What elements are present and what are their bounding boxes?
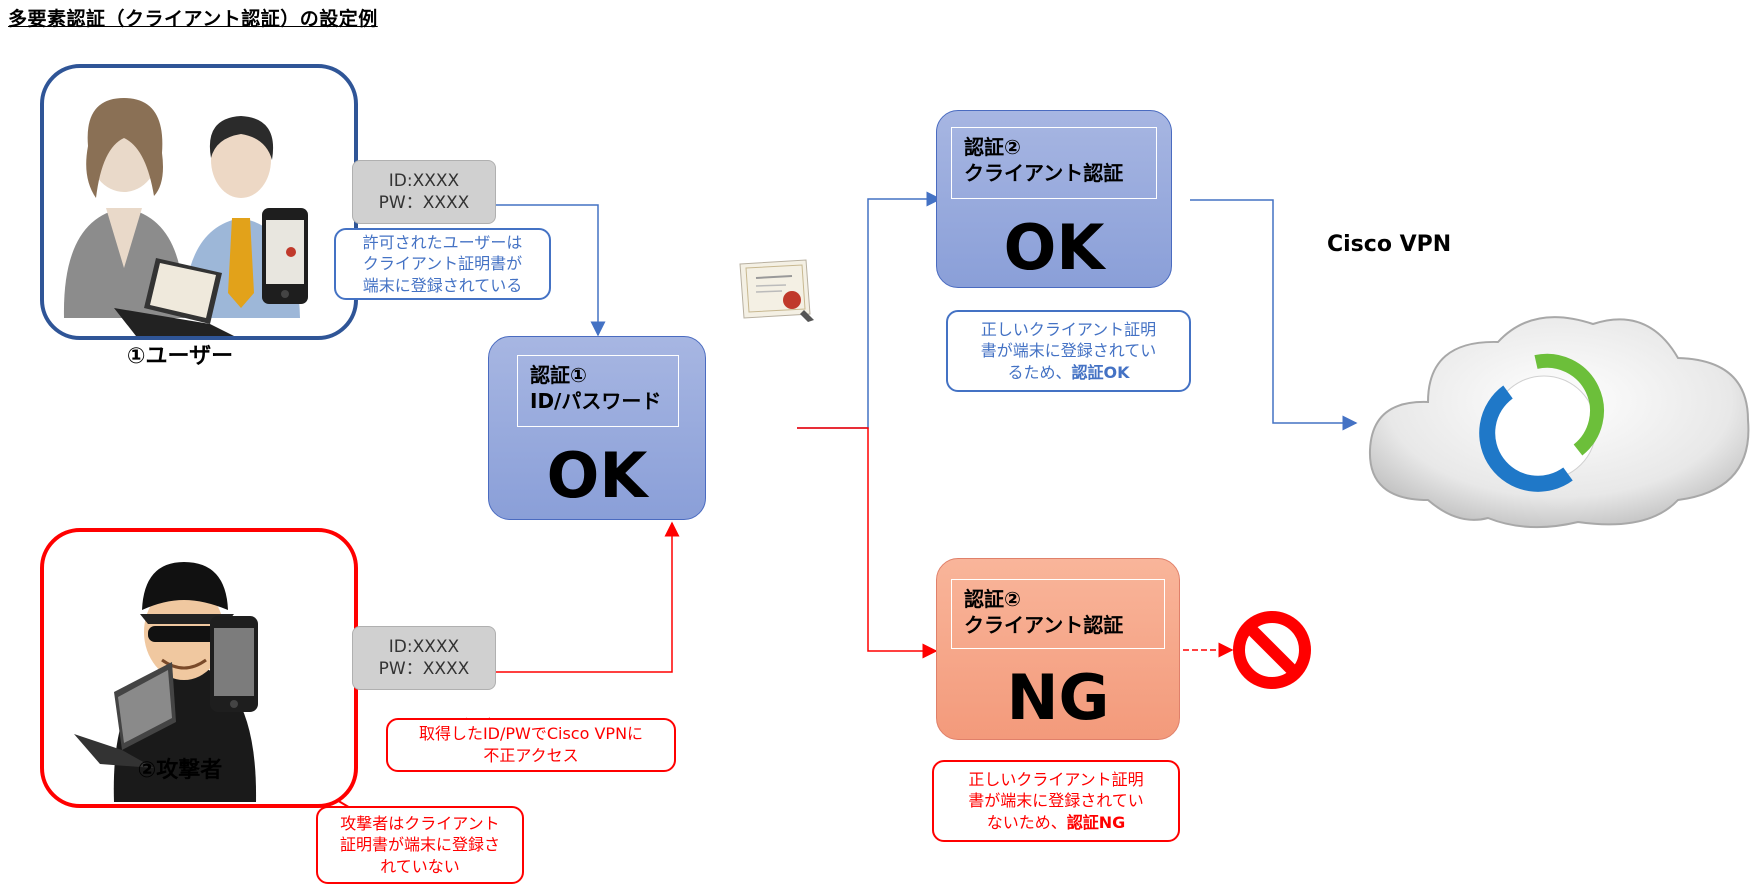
auth2-ok-heading-line: クライアント認証: [964, 161, 1124, 185]
auth2-ng-box: 認証② クライアント認証 NG: [936, 558, 1180, 740]
user-callout: 許可されたユーザーは クライアント証明書が 端末に登録されている: [334, 228, 551, 300]
auth2-ok-heading-line: 認証②: [964, 135, 1021, 159]
user-callout-line: 端末に登録されている: [362, 275, 523, 295]
auth2-ok-result: OK: [1003, 211, 1105, 284]
auth2-ng-heading: 認証② クライアント認証: [951, 579, 1165, 649]
certificate-icon: [739, 259, 814, 322]
auth1-to-auth2-ng-arrow: [797, 427, 938, 659]
user-id-text: ID:XXXX: [388, 170, 460, 191]
cert-callout-line: れていない: [380, 856, 460, 876]
auth2-ok-note-line: るため、: [1007, 362, 1072, 382]
auth2-ng-heading-line: 認証②: [964, 587, 1021, 611]
vpn-label: Cisco VPN: [1327, 232, 1452, 257]
attacker-pw-text: PW：XXXX: [378, 659, 470, 679]
user-pw-text: PW：XXXX: [378, 193, 470, 213]
auth2-ok-note-line: 正しいクライアント証明: [980, 319, 1157, 339]
page-title: 多要素認証（クライアント認証）の設定例: [8, 8, 378, 30]
user-label: ①ユーザー: [126, 344, 234, 369]
cert-callout: 攻撃者はクライアント 証明書が端末に登録さ れていない: [316, 806, 524, 884]
cert-callout-line: 証明書が端末に登録さ: [339, 835, 500, 855]
attacker-credentials: ID:XXXX PW：XXXX: [352, 626, 496, 690]
auth2-ng-result: NG: [1006, 661, 1110, 734]
auth2-ok-note: 正しいクライアント証明 書が端末に登録されてい るため、認証OK: [946, 310, 1191, 392]
auth2-ng-note: 正しいクライアント証明 書が端末に登録されてい ないため、認証NG: [932, 760, 1180, 842]
prohibited-icon: [1233, 611, 1311, 689]
auth2-ng-note-strong: 認証NG: [1066, 812, 1126, 832]
user-illustration: [63, 98, 308, 336]
attacker-frame: [40, 528, 358, 808]
auth2-ng-note-line: 正しいクライアント証明: [968, 769, 1144, 789]
auth2-ng-heading-line: クライアント認証: [964, 613, 1124, 637]
attacker-label: ②攻撃者: [137, 758, 223, 783]
auth2-ng-note-line: ないため、: [986, 812, 1067, 832]
auth2-ok-heading: 認証② クライアント認証: [951, 127, 1157, 199]
auth2-ok-box: 認証② クライアント認証 OK: [936, 110, 1172, 288]
user-credentials: ID:XXXX PW：XXXX: [352, 160, 496, 224]
user-callout-line: クライアント証明書が: [362, 254, 523, 274]
smartphone-icon: [210, 616, 258, 712]
attacker-illustration: [74, 562, 258, 802]
cloud-icon: [1368, 316, 1750, 529]
auth1-heading-line: ID/パスワード: [530, 389, 662, 413]
cert-callout-line: 攻撃者はクライアント: [340, 813, 500, 833]
auth1-heading-line: 認証①: [530, 363, 587, 387]
laptop-icon: [74, 662, 176, 768]
user-frame: [40, 64, 358, 340]
access-callout-line: 取得したID/PWでCisco VPNに: [418, 724, 644, 744]
auth2-ok-note-strong: 認証OK: [1071, 362, 1130, 382]
auth2-ok-note-line: 書が端末に登録されてい: [980, 341, 1157, 361]
auth1-box: 認証① ID/パスワード OK: [488, 336, 706, 520]
auth1-heading: 認証① ID/パスワード: [517, 355, 679, 427]
auth1-to-auth2-ok-arrow: [797, 191, 942, 429]
laptop-icon: [114, 258, 234, 336]
auth1-result: OK: [546, 439, 648, 512]
user-callout-line: 許可されたユーザーは: [362, 232, 523, 252]
attacker-id-text: ID:XXXX: [388, 636, 460, 657]
auth2-ok-to-vpn-arrow: [1190, 199, 1358, 431]
access-callout-line: 不正アクセス: [483, 746, 579, 765]
smartphone-icon: [262, 208, 308, 304]
cisco-anyconnect-logo: [1479, 353, 1604, 492]
access-callout: 取得したID/PWでCisco VPNに 不正アクセス: [386, 718, 676, 772]
auth2-ng-note-line: 書が端末に登録されてい: [968, 791, 1144, 811]
